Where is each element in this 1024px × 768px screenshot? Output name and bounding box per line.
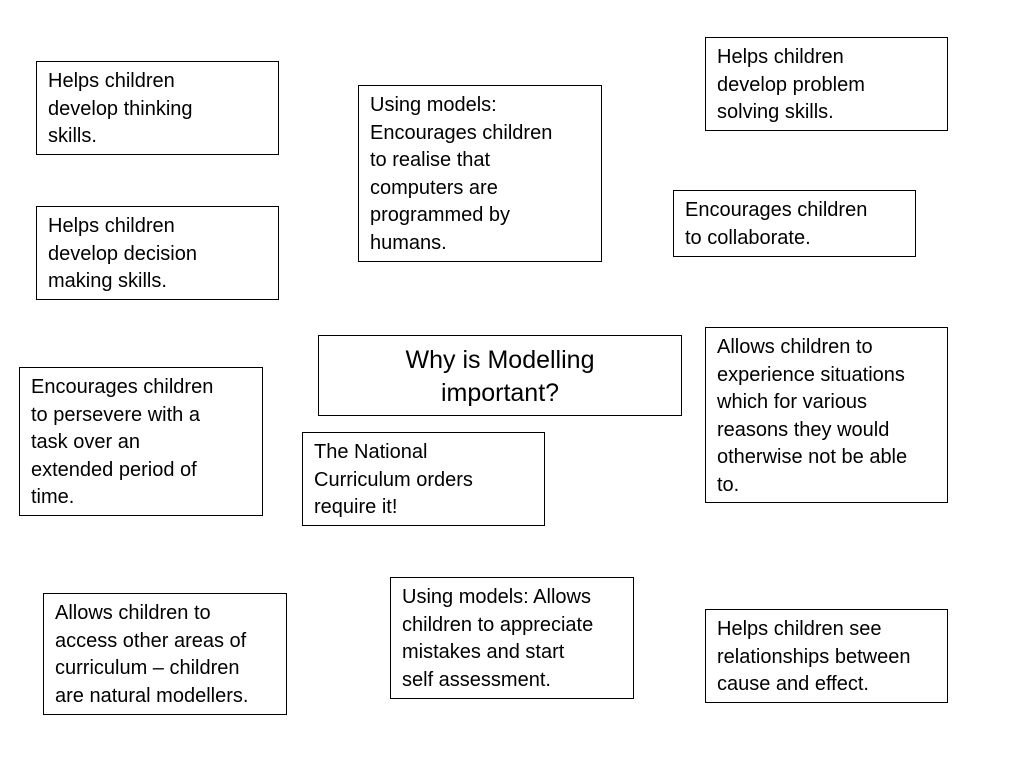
reason-box-decision-making: Helps children develop decision making s… — [36, 206, 279, 300]
reason-box-persevere: Encourages children to persevere with a … — [19, 367, 263, 516]
reason-box-appreciate-mistakes: Using models: Allows children to appreci… — [390, 577, 634, 699]
reason-box-problem-solving: Helps children develop problem solving s… — [705, 37, 948, 131]
central-question-box: Why is Modelling important? — [318, 335, 682, 416]
reason-box-collaborate: Encourages children to collaborate. — [673, 190, 916, 257]
reason-box-experience-situations: Allows children to experience situations… — [705, 327, 948, 503]
reason-box-thinking-skills: Helps children develop thinking skills. — [36, 61, 279, 155]
reason-box-national-curriculum: The National Curriculum orders require i… — [302, 432, 545, 526]
reason-box-other-curriculum-areas: Allows children to access other areas of… — [43, 593, 287, 715]
reason-box-cause-and-effect: Helps children see relationships between… — [705, 609, 948, 703]
reason-box-computers-programmed: Using models: Encourages children to rea… — [358, 85, 602, 262]
